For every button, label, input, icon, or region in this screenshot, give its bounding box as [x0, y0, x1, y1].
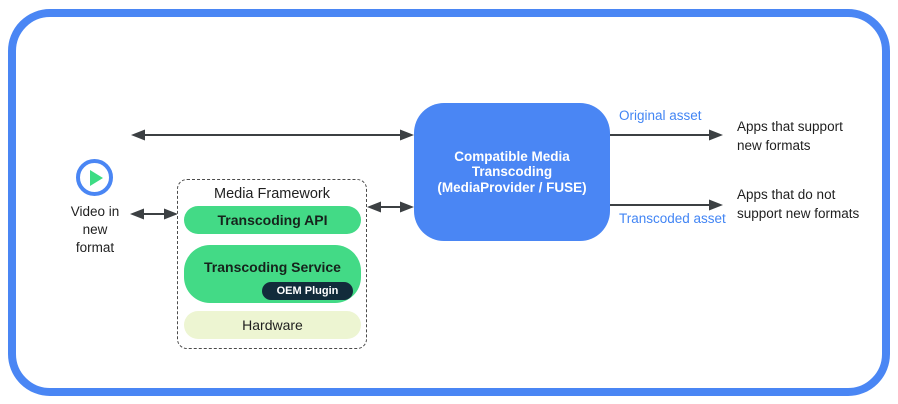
video-to-framework-arrow [130, 208, 178, 220]
original-asset-label: Original asset [619, 108, 702, 123]
apps-support-new-formats-label: Apps that support new formats [737, 119, 843, 153]
apps-no-support-new-formats-label: Apps that do not support new formats [737, 187, 860, 221]
video-source-label: Video in new format [70, 204, 120, 255]
hardware-pill: Hardware [184, 311, 361, 339]
transcoded-asset-label: Transcoded asset [619, 211, 726, 226]
framework-to-transcoder-arrow [367, 201, 414, 213]
media-framework-box: Media Framework Transcoding API Transcod… [177, 179, 367, 349]
transcoding-service-pill: Transcoding Service OEM Plugin [184, 245, 361, 303]
transcoded-asset-arrow [610, 199, 723, 211]
transcoding-api-pill: Transcoding API [184, 206, 361, 234]
diagram-outer-frame [8, 9, 890, 396]
transcoding-service-label: Transcoding Service [204, 259, 341, 275]
play-triangle-icon [89, 169, 103, 186]
compatible-media-transcoding-box: Compatible Media Transcoding (MediaProvi… [414, 103, 610, 241]
media-framework-title: Media Framework [213, 186, 331, 202]
oem-plugin-pill: OEM Plugin [262, 282, 353, 300]
original-asset-arrow [610, 129, 723, 141]
play-icon [76, 159, 113, 196]
video-to-transcoder-arrow [131, 129, 414, 141]
